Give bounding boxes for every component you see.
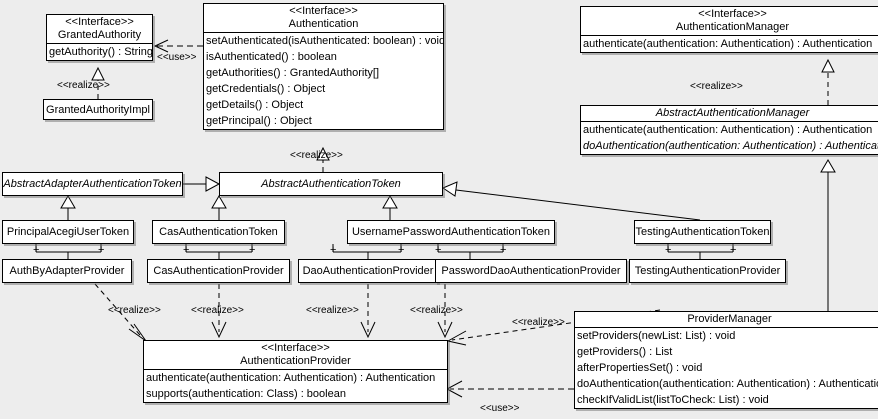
class-box-granted-authority[interactable]: <<Interface>> GrantedAuthority getAuthor…	[46, 14, 153, 61]
class-name-label: AuthenticationProvider	[240, 355, 351, 367]
association-marker-plus: +	[98, 244, 105, 256]
method-item: supports(authentication: Class) : boolea…	[146, 388, 346, 400]
class-members-provider-manager: setProviders(newList: List) : void getPr…	[575, 327, 878, 408]
class-box-authentication-provider[interactable]: <<Interface>> AuthenticationProvider aut…	[143, 340, 448, 403]
class-header-authentication: <<Interface>> Authentication	[204, 4, 443, 32]
edge-label-realize-dao: <<realize>>	[306, 305, 359, 316]
stereotype-label: <<Interface>>	[698, 8, 767, 20]
class-members-authentication-provider: authenticate(authentication: Authenticat…	[144, 369, 447, 402]
class-box-username-password-authentication-token[interactable]: UsernamePasswordAuthenticationToken	[347, 220, 555, 244]
association-marker-plus: +	[398, 244, 405, 256]
class-name-label: AuthenticationManager	[675, 21, 790, 33]
method-item: setAuthenticated(isAuthenticated: boolea…	[206, 35, 443, 47]
class-box-abstract-authentication-token[interactable]: AbstractAuthenticationToken	[219, 172, 443, 196]
method-item: setProviders(newList: List) : void	[577, 330, 736, 342]
class-box-abstract-authentication-manager[interactable]: AbstractAuthenticationManager authentica…	[580, 105, 878, 155]
class-box-abstract-adapter-authentication-token[interactable]: AbstractAdapterAuthenticationToken	[2, 172, 183, 196]
class-box-cas-authentication-provider[interactable]: CasAuthenticationProvider	[147, 259, 290, 283]
method-item: getDetails() : Object	[206, 99, 304, 111]
association-marker-plus: +	[249, 244, 256, 256]
class-name-label: ProviderManager	[687, 313, 772, 325]
method-item: authenticate(authentication: Authenticat…	[583, 38, 873, 50]
method-item: getPrincipal() : Object	[206, 115, 312, 127]
class-members-authentication-manager: authenticate(authentication: Authenticat…	[581, 35, 878, 52]
method-item: getAuthorities() : GrantedAuthority[]	[206, 67, 380, 79]
class-name-label: UsernamePasswordAuthenticationToken	[351, 226, 551, 238]
class-header-authentication-manager: <<Interface>> AuthenticationManager	[581, 7, 878, 35]
edge-label-realize-abstractauthenticationtoken: <<realize>>	[290, 150, 343, 161]
method-item: getAuthority() : String	[49, 46, 152, 58]
method-item: afterPropertiesSet() : void	[577, 362, 703, 374]
method-item: checkIfValidList(listToCheck: List) : vo…	[577, 394, 769, 406]
edge-label-realize-testing: <<realize>>	[512, 317, 565, 328]
edge-label-realize-passworddao: <<realize>>	[410, 305, 463, 316]
stereotype-label: <<Interface>>	[65, 16, 134, 28]
class-header-authentication-provider: <<Interface>> AuthenticationProvider	[144, 341, 447, 369]
class-name-label: GrantedAuthority	[57, 29, 142, 41]
stereotype-label: <<Interface>>	[289, 5, 358, 17]
class-name-label: DaoAuthenticationProvider	[302, 265, 434, 277]
class-box-cas-authentication-token[interactable]: CasAuthenticationToken	[152, 220, 285, 244]
class-name-label: AuthByAdapterProvider	[9, 265, 125, 277]
association-marker-plus: +	[500, 244, 507, 256]
class-name-label: TestingAuthenticationToken	[635, 226, 770, 238]
class-box-testing-authentication-provider[interactable]: TestingAuthenticationProvider	[629, 259, 786, 283]
class-box-dao-authentication-provider[interactable]: DaoAuthenticationProvider	[298, 259, 438, 283]
class-box-provider-manager[interactable]: ProviderManager setProviders(newList: Li…	[574, 311, 878, 409]
edge-label-realize-abstractauthenticationmanager: <<realize>>	[690, 81, 743, 92]
edge-label-use-providermanager-authenticationprovider: <<use>>	[480, 403, 520, 414]
class-name-label: GrantedAuthorityImpl	[46, 103, 150, 116]
class-name-label: Authentication	[288, 18, 359, 30]
method-item: doAuthentication(authentication: Authent…	[583, 140, 878, 152]
stereotype-label: <<Interface>>	[261, 342, 330, 354]
class-box-granted-authority-impl[interactable]: GrantedAuthorityImpl	[43, 99, 153, 120]
class-name-label: AbstractAuthenticationToken	[261, 178, 401, 190]
class-name-label: TestingAuthenticationProvider	[634, 265, 781, 277]
class-name-label: CasAuthenticationProvider	[153, 265, 284, 277]
edge-label-realize-cas: <<realize>>	[191, 305, 244, 316]
class-name-label: PrincipalAcegiUserToken	[6, 226, 130, 238]
class-name-label: PasswordDaoAuthenticationProvider	[441, 265, 621, 277]
class-box-password-dao-authentication-provider[interactable]: PasswordDaoAuthenticationProvider	[435, 259, 627, 283]
method-item: isAuthenticated() : boolean	[206, 51, 337, 63]
method-item: getProviders() : List	[577, 346, 673, 358]
method-item: authenticate(authentication: Authenticat…	[583, 124, 873, 136]
association-marker-plus: +	[183, 244, 190, 256]
class-members-abstract-authentication-manager: authenticate(authentication: Authenticat…	[581, 121, 878, 154]
method-item: authenticate(authentication: Authenticat…	[146, 372, 436, 384]
class-box-authentication[interactable]: <<Interface>> Authentication setAuthenti…	[203, 3, 444, 130]
association-marker-plus: +	[730, 244, 737, 256]
association-marker-plus: +	[665, 244, 672, 256]
edge-label-realize-authbyadapter: <<realize>>	[108, 305, 161, 316]
class-box-auth-by-adapter-provider[interactable]: AuthByAdapterProvider	[2, 259, 132, 283]
class-name-label: AbstractAuthenticationManager	[655, 107, 810, 119]
association-marker-plus: +	[435, 244, 442, 256]
class-header-abstract-authentication-manager: AbstractAuthenticationManager	[581, 106, 878, 121]
method-item: doAuthentication(authentication: Authent…	[577, 378, 878, 390]
class-header-provider-manager: ProviderManager	[575, 312, 878, 327]
method-item: getCredentials() : Object	[206, 83, 326, 95]
association-marker-plus: +	[330, 244, 337, 256]
association-marker-plus: +	[33, 244, 40, 256]
class-header-granted-authority: <<Interface>> GrantedAuthority	[47, 15, 152, 43]
edge-label-use-authentication-grantedauthority: <<use>>	[157, 52, 197, 63]
class-box-testing-authentication-token[interactable]: TestingAuthenticationToken	[634, 220, 771, 244]
class-name-label: AbstractAdapterAuthenticationToken	[3, 178, 182, 190]
class-box-principal-acegi-user-token[interactable]: PrincipalAcegiUserToken	[2, 220, 134, 244]
class-members-granted-authority: getAuthority() : String	[47, 43, 152, 60]
class-box-authentication-manager[interactable]: <<Interface>> AuthenticationManager auth…	[580, 6, 878, 53]
class-members-authentication: setAuthenticated(isAuthenticated: boolea…	[204, 32, 443, 129]
edge-label-realize-grantedauthorityimpl: <<realize>>	[57, 80, 110, 91]
class-name-label: CasAuthenticationToken	[159, 226, 278, 238]
